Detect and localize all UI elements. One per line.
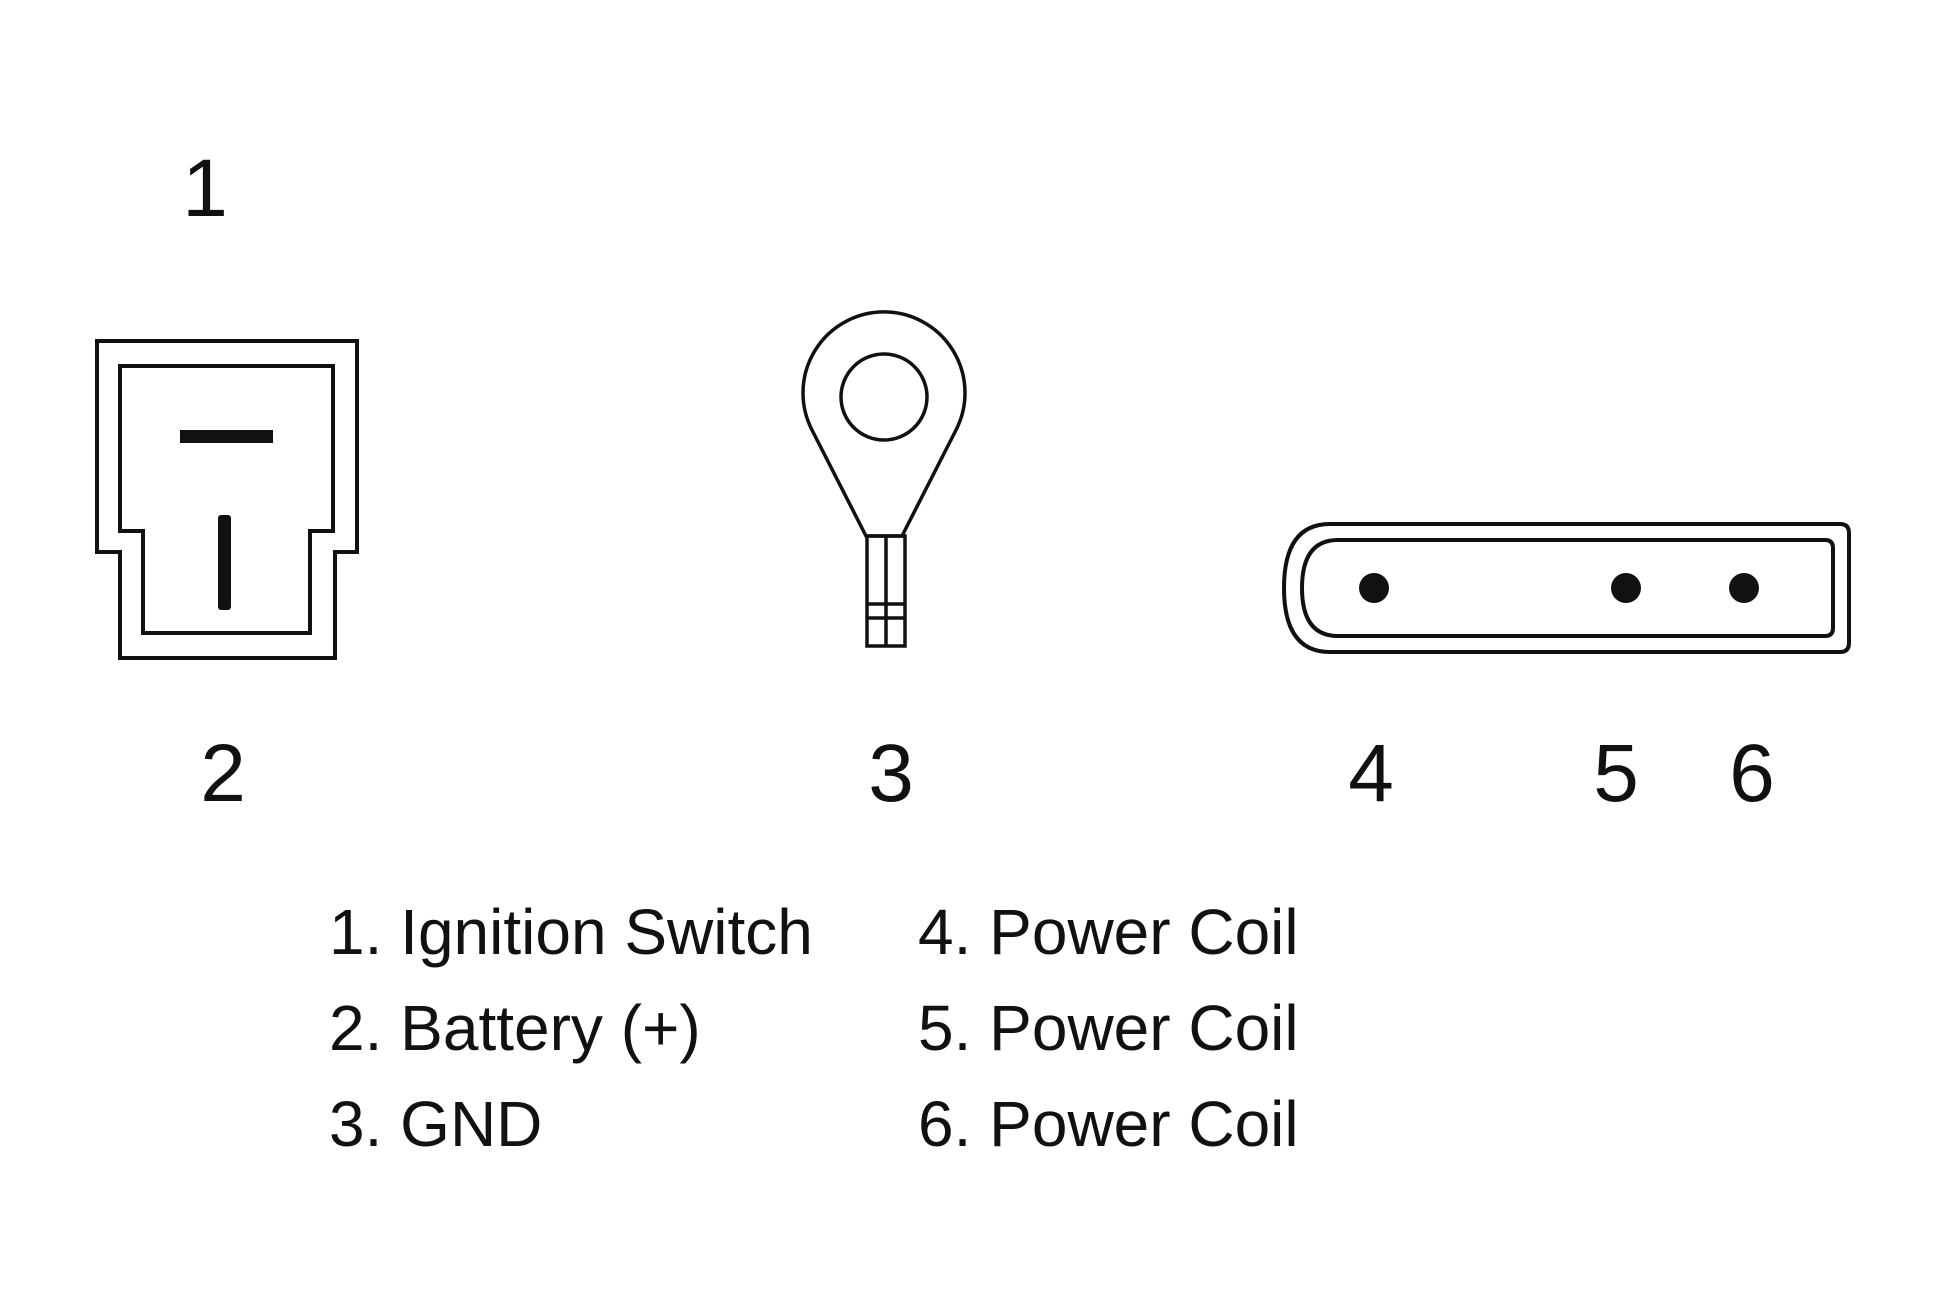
legend-item: 1. Ignition Switch [329, 896, 813, 968]
three-pin-flat-connector [1281, 522, 1851, 654]
pin-label-6: 6 [1729, 728, 1775, 819]
flat-connector-inner [1299, 538, 1835, 638]
ring-terminal-body [801, 310, 967, 538]
pin-label-4: 4 [1348, 728, 1394, 819]
legend-item: 6. Power Coil [918, 1088, 1299, 1160]
legend-item: 2. Battery (+) [329, 992, 701, 1064]
pin-dot-4 [1359, 573, 1389, 603]
legend-item: 5. Power Coil [918, 992, 1299, 1064]
pin-label-1: 1 [182, 143, 228, 234]
pin-dot-6 [1729, 573, 1759, 603]
legend-item: 3. GND [329, 1088, 543, 1160]
pin-label-3: 3 [868, 728, 914, 819]
connector-outer-housing [95, 339, 359, 660]
legend-item: 4. Power Coil [918, 896, 1299, 968]
vertical-pin [218, 515, 231, 610]
flat-connector-outer [1281, 522, 1851, 654]
legend-right-column: 4. Power Coil 5. Power Coil 6. Power Coi… [918, 884, 1299, 1172]
ring-terminal-hole [839, 352, 929, 442]
connector-inner-housing [118, 364, 335, 635]
two-pin-connector [95, 339, 359, 660]
pin-label-5: 5 [1593, 728, 1639, 819]
ring-terminal [801, 310, 967, 648]
pin-dot-5 [1611, 573, 1641, 603]
legend-left-column: 1. Ignition Switch 2. Battery (+) 3. GND [329, 884, 813, 1172]
pin-label-2: 2 [200, 728, 246, 819]
horizontal-pin [180, 430, 273, 443]
